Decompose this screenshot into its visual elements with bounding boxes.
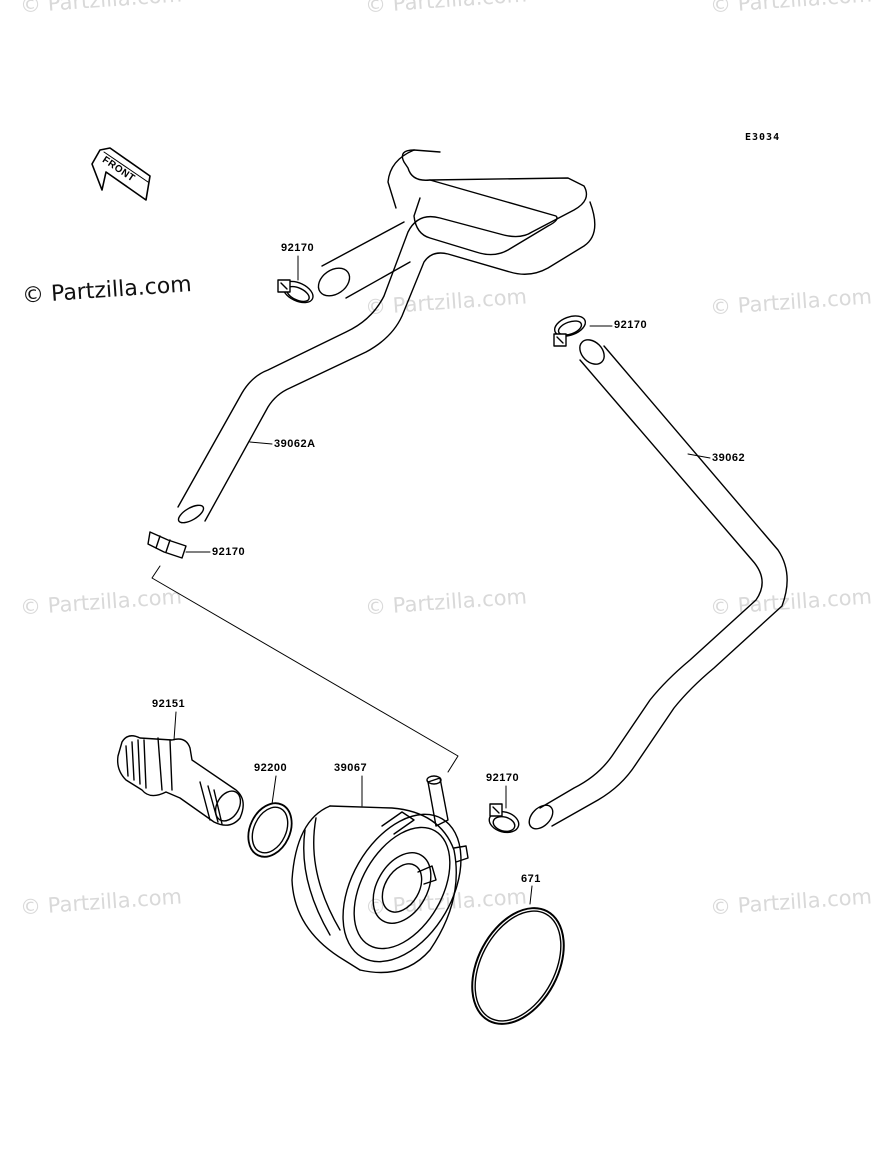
clamp-icon — [147, 531, 187, 559]
leader-line — [151, 565, 459, 773]
label-leaders — [173, 255, 711, 905]
o-ring-92200 — [247, 802, 293, 858]
part-label[interactable]: 92151 — [152, 698, 186, 710]
clamp-icon — [553, 315, 587, 347]
oil-cooler-39067 — [291, 775, 469, 974]
clamp-icon — [488, 803, 520, 834]
front-arrow-icon — [91, 147, 151, 201]
hose-39062a — [177, 149, 596, 524]
part-label[interactable]: 92170 — [486, 772, 520, 784]
part-label[interactable]: 92170 — [212, 546, 246, 558]
part-label[interactable]: 671 — [521, 873, 541, 885]
clamp-icon — [277, 279, 314, 304]
part-label[interactable]: 39062 — [712, 452, 746, 464]
hose-39062 — [528, 339, 788, 830]
o-ring-671 — [471, 907, 565, 1025]
part-label[interactable]: 39062A — [274, 438, 316, 450]
diagram-code: E3034 — [745, 132, 781, 143]
part-label[interactable]: 92170 — [281, 242, 315, 254]
part-label[interactable]: 39067 — [334, 762, 368, 774]
part-label[interactable]: 92200 — [254, 762, 288, 774]
fitting-92151 — [116, 735, 244, 826]
part-label[interactable]: 92170 — [614, 319, 648, 331]
